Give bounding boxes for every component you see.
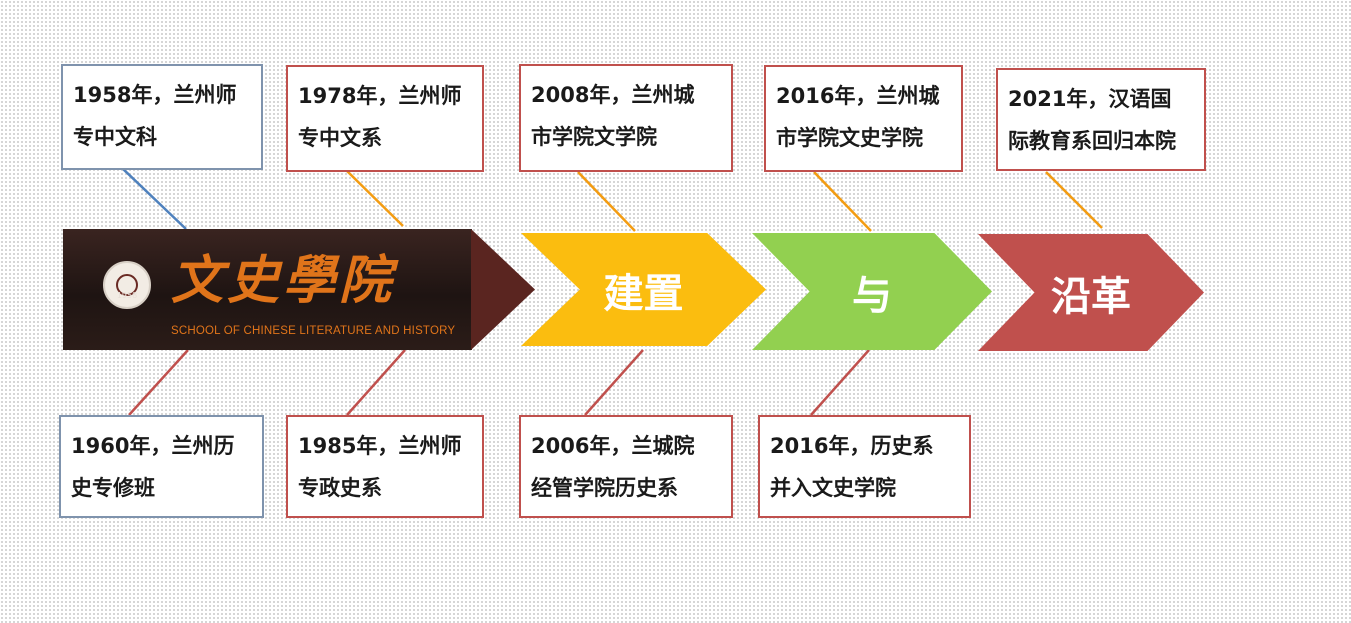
connector-line	[577, 171, 636, 232]
event-box-bottom: 2006年，兰城院 经管学院历史系	[519, 415, 733, 518]
connector-line	[813, 171, 872, 232]
connector-line	[346, 349, 406, 416]
chevron-label: 建置	[603, 270, 684, 317]
school-seal-icon	[103, 261, 151, 309]
seal-year: 1958	[116, 291, 138, 300]
event-box-top: 1978年，兰州师 专中文系	[286, 65, 484, 172]
seal-mark	[116, 274, 138, 296]
connector-line	[121, 167, 187, 230]
banner-arrow-tip	[471, 229, 535, 350]
school-banner: 1958 文史學院 SCHOOL OF CHINESE LITERATURE A…	[63, 229, 535, 350]
event-box-bottom: 1985年，兰州师 专政史系	[286, 415, 484, 518]
chevron-label: 与	[852, 272, 892, 319]
event-box-top: 1958年，兰州师 专中文科	[61, 64, 263, 170]
chevron-label: 沿革	[1051, 273, 1131, 320]
event-box-top: 2016年，兰州城 市学院文史学院	[764, 65, 963, 172]
event-box-bottom: 2016年，历史系 并入文史学院	[758, 415, 971, 518]
connector-line	[346, 170, 404, 227]
event-box-top: 2008年，兰州城 市学院文学院	[519, 64, 733, 172]
banner-title: 文史學院	[171, 250, 396, 311]
connector-line	[584, 349, 644, 416]
event-box-bottom: 1960年，兰州历 史专修班	[59, 415, 264, 518]
chevron-yu: 与	[752, 233, 992, 350]
event-box-top: 2021年，汉语国 际教育系回归本院	[996, 68, 1206, 171]
connector-line	[1045, 171, 1103, 229]
banner-subtitle: SCHOOL OF CHINESE LITERATURE AND HISTORY	[171, 325, 456, 337]
connector-line	[128, 349, 189, 416]
connector-line	[810, 349, 870, 416]
